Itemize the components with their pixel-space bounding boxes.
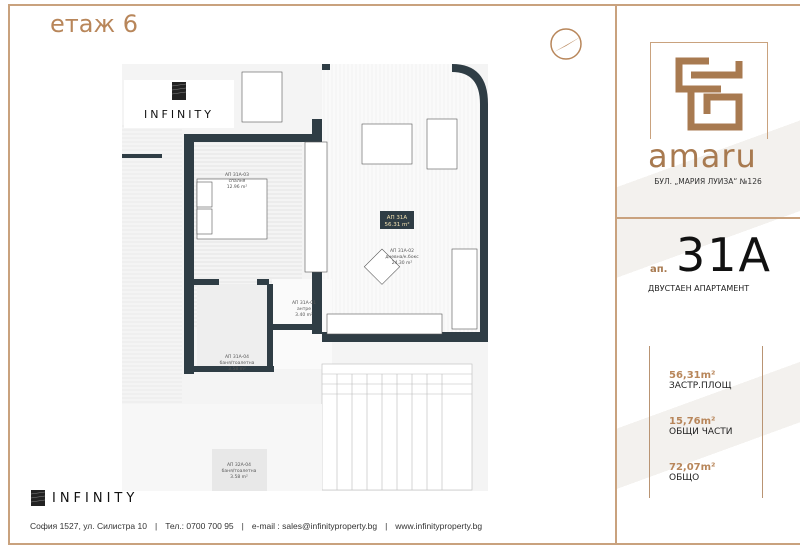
stat-built-area: 56,31m² ЗАСТР.ПЛОЩ: [669, 370, 731, 391]
room-label-bedroom-area: 12.96 m²: [227, 184, 248, 190]
room-label-neighbor-bath-name: баня/тоалетна: [222, 468, 257, 474]
page-frame: [8, 4, 800, 545]
infinity-logo-text: INFINITY: [144, 108, 214, 121]
infinity-building-icon: [171, 82, 187, 100]
stat-total: 72,07m² ОБЩО: [669, 462, 715, 483]
apartment-badge: [380, 211, 414, 229]
apartment-badge-area: 56.31 m²: [384, 221, 409, 228]
amaru-monogram-icon: [675, 57, 743, 131]
room-label-bedroom-name: спалня: [229, 179, 246, 184]
footer-phone[interactable]: Тел.: 0700 700 95: [165, 521, 234, 531]
floor-plan: АП 31А-03 спалня 12.96 m² АП 31А-02 днев…: [122, 64, 488, 491]
room-label-hall-code: АП 31А-01: [292, 300, 316, 306]
room-label-hall-area: 3.40 m²: [295, 312, 313, 318]
amaru-logo-text: amaru: [648, 137, 757, 175]
apartment-prefix: ап.: [650, 264, 668, 275]
room-label-bedroom-code: АП 31А-03: [225, 172, 249, 178]
footer-address: София 1527, ул. Силистра 10: [30, 521, 147, 531]
divider: [615, 4, 617, 545]
room-label-bath-name: баня/тоалетна: [220, 360, 255, 366]
room-label-bath-area: 3.58 m²: [228, 366, 246, 372]
stat-value: 15,76m²: [669, 416, 716, 427]
floor-label: етаж 6: [50, 10, 138, 38]
stat-label: ОБЩО: [669, 473, 700, 483]
room-label-neighbor-bath-area: 3.58 m²: [230, 474, 248, 480]
stat-value: 56,31m²: [669, 370, 716, 381]
room-label-living-name: дневна/к.бокс: [385, 254, 419, 260]
stat-label: ОБЩИ ЧАСТИ: [669, 427, 733, 437]
infinity-building-icon: [30, 490, 46, 506]
room-label-hall-name: антре: [297, 307, 311, 312]
apartment-type: ДВУСТАЕН АПАРТАМЕНТ: [648, 284, 750, 293]
stat-label: ЗАСТР.ПЛОЩ: [669, 381, 732, 391]
room-label-bath-code: АП 31А-04: [225, 354, 249, 360]
room-label-neighbor-bath-code: АП 32А-04: [227, 462, 251, 468]
footer-infinity-logo: INFINITY: [30, 489, 138, 507]
divider: [649, 346, 650, 498]
divider: [762, 346, 763, 498]
room-label-living-code: АП 31А-02: [390, 248, 414, 254]
developer-logo-watermark: INFINITY: [124, 80, 234, 128]
footer-website[interactable]: www.infinityproperty.bg: [395, 521, 483, 531]
stat-value: 72,07m²: [669, 462, 716, 473]
compass-icon: [550, 28, 582, 60]
footer-contacts: София 1527, ул. Силистра 10|Тел.: 0700 7…: [30, 521, 483, 531]
stat-common-parts: 15,76m² ОБЩИ ЧАСТИ: [669, 416, 733, 437]
room-label-living-area: 24.30 m²: [392, 260, 413, 266]
infinity-logo-text: INFINITY: [52, 490, 139, 506]
apartment-number: 31A: [676, 228, 773, 282]
apartment-badge-title: АП 31А: [387, 215, 408, 221]
project-address: БУЛ. „МАРИЯ ЛУИЗА“ №126: [654, 177, 762, 186]
divider: [615, 217, 800, 219]
amaru-logo-frame: [650, 42, 768, 139]
footer-email[interactable]: e-mail : sales@infinityproperty.bg: [251, 521, 378, 531]
